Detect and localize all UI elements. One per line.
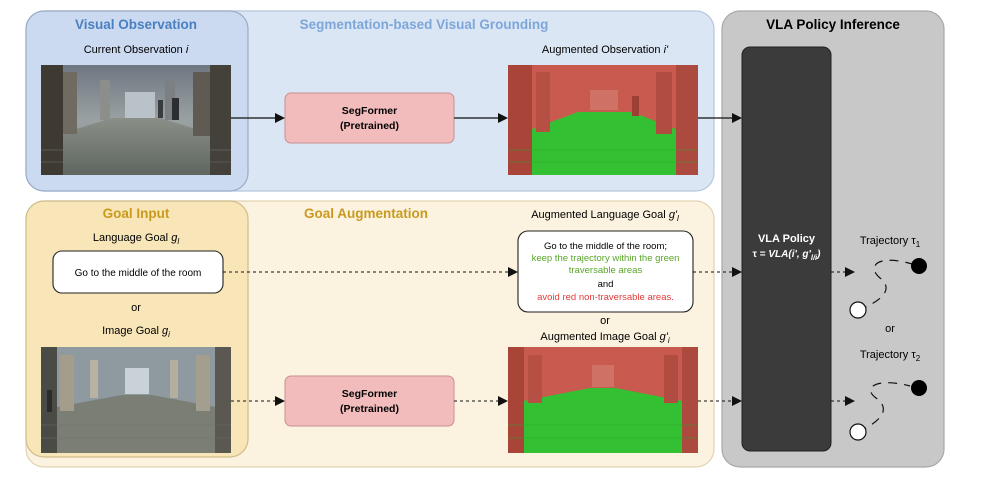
augmented-image-goal-label: Augmented Image Goal g'i (540, 331, 669, 345)
trajectory1-goal (911, 258, 927, 274)
svg-text:(Pretrained): (Pretrained) (340, 120, 399, 132)
svg-text:Go to the middle of the room;: Go to the middle of the room; (544, 241, 667, 252)
or-goal-augmentation: or (600, 315, 610, 327)
or-trajectories: or (885, 323, 895, 335)
svg-text:avoid red non-traversable area: avoid red non-traversable areas. (537, 292, 674, 303)
current-observation-label: Current Observation i (84, 44, 189, 56)
augmented-language-goal-box: Go to the middle of the room; keep the t… (517, 230, 694, 313)
language-goal-box: Go to the middle of the room (52, 250, 224, 294)
image-goal-image (41, 347, 231, 453)
svg-text:and: and (598, 279, 614, 290)
svg-text:(Pretrained): (Pretrained) (340, 403, 399, 415)
trajectory2-start (849, 423, 867, 441)
title-goal-input: Goal Input (103, 206, 170, 221)
augmented-observation-label: Augmented Observation i' (542, 44, 669, 56)
language-goal-label: Language Goal gl (93, 232, 179, 246)
or-goal-input: or (131, 302, 141, 314)
trajectory1-path (849, 258, 927, 319)
svg-text:traversable areas: traversable areas (569, 265, 643, 276)
trajectory1-label: Trajectory τ1 (860, 235, 921, 249)
title-segmentation-grounding: Segmentation-based Visual Grounding (300, 17, 549, 32)
trajectory2-label: Trajectory τ2 (860, 349, 921, 363)
svg-text:SegFormer: SegFormer (342, 388, 397, 400)
augmented-observation-image (508, 65, 698, 175)
trajectory2-path (849, 380, 927, 441)
current-observation-image (41, 65, 231, 175)
image-goal-label: Image Goal gi (102, 325, 170, 339)
vla-policy-formula: τ = VLA(i', g'l/i) (753, 249, 822, 262)
segformer-top: SegFormer (Pretrained) (284, 92, 455, 144)
svg-text:SegFormer: SegFormer (342, 105, 397, 117)
augmented-image-goal-image (508, 347, 698, 453)
title-visual-observation: Visual Observation (75, 17, 197, 32)
title-vla-inference: VLA Policy Inference (766, 17, 900, 32)
vla-policy-box: VLA Policy τ = VLA(i', g'l/i) (741, 46, 832, 452)
title-goal-augmentation: Goal Augmentation (304, 206, 428, 221)
vla-policy-title: VLA Policy (758, 233, 816, 245)
augmented-language-goal-label: Augmented Language Goal g'l (531, 209, 679, 223)
trajectory2-goal (911, 380, 927, 396)
svg-text:Go to the middle of the room: Go to the middle of the room (75, 268, 202, 279)
segformer-bottom: SegFormer (Pretrained) (284, 375, 455, 427)
trajectory1-start (849, 301, 867, 319)
svg-text:keep the trajectory within the: keep the trajectory within the green (532, 253, 680, 264)
